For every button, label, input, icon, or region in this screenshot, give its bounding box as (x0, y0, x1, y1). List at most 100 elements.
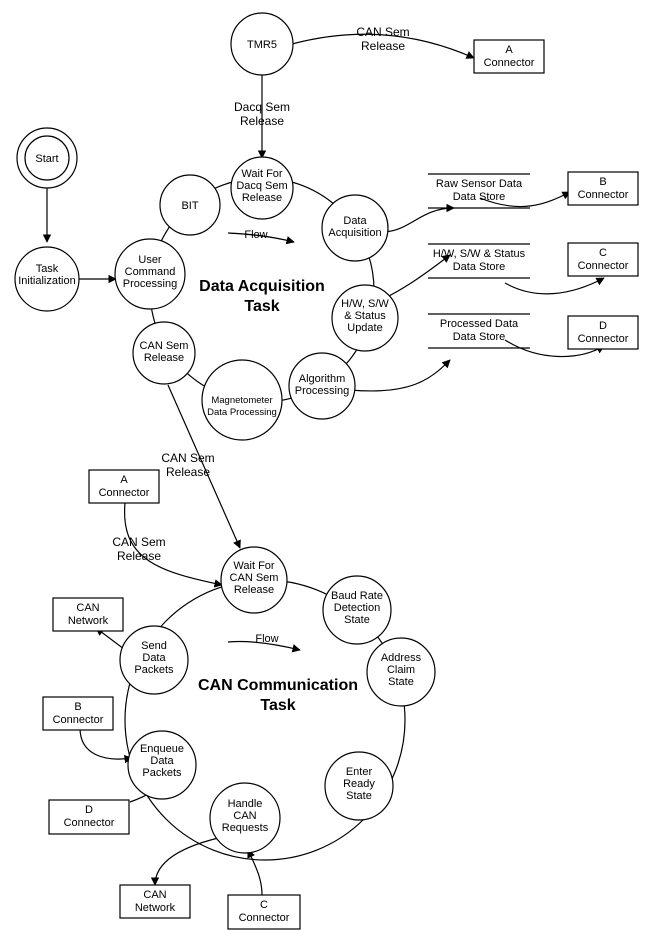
handle-can-label-line-1: Handle (228, 798, 263, 810)
tmr5-node: TMR5 (230, 12, 294, 76)
processed-data-store-label-line-1: Processed Data (440, 318, 519, 330)
enter-ready-label-line-3: State (346, 790, 372, 802)
flow-lower-arrow (227, 640, 301, 653)
address-claim-label-line-2: Claim (387, 664, 415, 676)
send-data-label-line-3: Packets (134, 664, 174, 676)
b-connector-bottom-label-line-1: B (74, 701, 81, 713)
can-network-bottom-label-line-2: Network (135, 902, 176, 914)
data-acquisition-label-line-2: Acquisition (328, 227, 381, 239)
c-connector-top-label-line-1: C (599, 247, 607, 259)
processed-data-store-label-line-2: Data Store (453, 331, 506, 343)
wait-dacq-label-line-3: Release (242, 192, 282, 204)
can-communication-task-title-line-2: Task (260, 697, 295, 714)
data-acquisition-task-title-line-2: Task (244, 298, 279, 315)
a-connector-to-wait-can-arrow (124, 502, 223, 588)
can-sem-to-wait-can-arrow (167, 384, 241, 549)
tmr5-to-a-connector-arrow (291, 33, 475, 59)
dacq-sem-release-label-line-2: Release (240, 114, 284, 128)
algorithm-to-processed-store-arrow (349, 359, 451, 392)
wait-can-label-line-1: Wait For (233, 560, 274, 572)
raw-store-to-b-arrow (479, 191, 571, 208)
enqueue-label-line-3: Packets (142, 767, 182, 779)
flow-lower-label: Flow (255, 633, 278, 645)
algorithm-label-line-1: Algorithm (299, 373, 345, 385)
hw-store-to-c-arrow (504, 277, 605, 295)
tmr5-label: TMR5 (247, 39, 277, 51)
magnetometer-label-line-1: Magnetometer (211, 395, 272, 406)
handle-can-label-line-2: CAN (233, 810, 256, 822)
a-connector-middle-label-line-2: Connector (99, 487, 150, 499)
tmr5-label-line-1: TMR5 (247, 39, 277, 51)
c-connector-bottom-label-line-1: C (260, 899, 268, 911)
send-data-label-line-2: Data (142, 652, 166, 664)
a-connector-top-label-line-1: A (505, 44, 513, 56)
b-connector-top-label-line-1: B (599, 176, 606, 188)
hw-sw-status-data-store-label-line-1: H/W, S/W & Status (433, 248, 526, 260)
acq-to-raw-store-arrow (381, 203, 455, 233)
can-sem-release-middle-label-line-1: CAN Sem (161, 451, 214, 465)
enter-ready-label-line-1: Enter (346, 766, 373, 778)
c-connector-to-handle-arrow (247, 849, 263, 896)
b-connector-to-enqueue-arrow (79, 727, 133, 764)
can-sem-release-label-line-2: Release (144, 352, 184, 364)
start-label-line-1: Start (35, 153, 58, 165)
bit-node: BIT (159, 174, 221, 236)
hw-sw-status-data-store-label-line-2: Data Store (453, 261, 506, 273)
baud-rate-label-line-2: Detection (334, 602, 380, 614)
flow-upper-arrow (227, 232, 295, 245)
start-node: Start (16, 127, 78, 189)
b-connector-bottom-label-line-2: Connector (53, 714, 104, 726)
can-sem-release-top-label-line-1: CAN Sem (356, 25, 409, 39)
enqueue-label-line-2: Data (150, 755, 174, 767)
task-initialization-label-line-1: Task (36, 263, 59, 275)
baud-rate-label-line-1: Baud Rate (331, 590, 383, 602)
algorithm-label-line-2: Processing (295, 385, 349, 397)
flow-lower-label-line-1: Flow (255, 633, 278, 645)
can-sem-release-middle-label-line-2: Release (166, 465, 210, 479)
enter-ready-label-line-2: Ready (343, 778, 375, 790)
send-data-label-line-1: Send (141, 640, 167, 652)
